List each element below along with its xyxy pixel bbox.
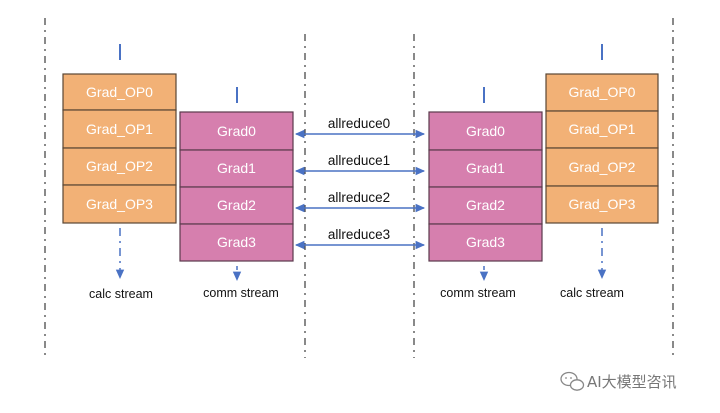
comm-grad-box: Grad1 bbox=[179, 149, 294, 188]
allreduce-label: allreduce0 bbox=[328, 116, 390, 131]
comm-grad-label: Grad0 bbox=[466, 123, 505, 139]
left-comm-stream: Grad0 Grad1 Grad2 Grad3 comm stream bbox=[179, 87, 294, 300]
comm-grad-label: Grad3 bbox=[466, 234, 505, 250]
comm-stream-label: comm stream bbox=[440, 286, 516, 300]
comm-grad-label: Grad1 bbox=[217, 160, 256, 176]
comm-grad-label: Grad1 bbox=[466, 160, 505, 176]
comm-grad-box: Grad3 bbox=[179, 223, 294, 262]
allreduce-arrow: allreduce1 bbox=[294, 153, 426, 176]
comm-grad-label: Grad2 bbox=[466, 197, 505, 213]
calc-op-box: Grad_OP0 bbox=[62, 73, 177, 111]
calc-op-label: Grad_OP3 bbox=[569, 196, 636, 212]
calc-op-label: Grad_OP0 bbox=[569, 84, 636, 100]
calc-op-box: Grad_OP3 bbox=[62, 184, 177, 224]
comm-grad-box: Grad3 bbox=[428, 223, 543, 262]
calc-op-box: Grad_OP0 bbox=[545, 73, 659, 112]
calc-op-label: Grad_OP3 bbox=[86, 196, 153, 212]
left-calc-stream: Grad_OP0 Grad_OP1 Grad_OP2 Grad_OP3 calc… bbox=[62, 44, 177, 301]
calc-stream-label: calc stream bbox=[560, 286, 624, 300]
calc-op-box: Grad_OP2 bbox=[62, 147, 177, 186]
calc-op-label: Grad_OP2 bbox=[569, 159, 636, 175]
calc-op-label: Grad_OP1 bbox=[86, 121, 153, 137]
comm-grad-box: Grad2 bbox=[428, 186, 543, 225]
calc-stream-label: calc stream bbox=[89, 287, 153, 301]
comm-grad-box: Grad1 bbox=[428, 149, 543, 188]
comm-grad-label: Grad0 bbox=[217, 123, 256, 139]
allreduce-group: allreduce0 allreduce1 allreduce2 allredu… bbox=[294, 116, 426, 250]
comm-stream-label: comm stream bbox=[203, 286, 279, 300]
watermark-text: AI大模型咨讯 bbox=[587, 373, 677, 391]
calc-op-box: Grad_OP3 bbox=[545, 185, 659, 224]
right-calc-stream: Grad_OP0 Grad_OP1 Grad_OP2 Grad_OP3 calc… bbox=[545, 44, 659, 300]
right-comm-stream: Grad0 Grad1 Grad2 Grad3 comm stream bbox=[428, 87, 543, 300]
allreduce-label: allreduce1 bbox=[328, 153, 390, 168]
calc-op-box: Grad_OP1 bbox=[62, 109, 177, 149]
allreduce-label: allreduce3 bbox=[328, 227, 390, 242]
calc-op-box: Grad_OP2 bbox=[545, 147, 659, 187]
comm-grad-box: Grad0 bbox=[428, 111, 543, 151]
calc-op-label: Grad_OP0 bbox=[86, 84, 153, 100]
comm-grad-label: Grad3 bbox=[217, 234, 256, 250]
calc-op-box: Grad_OP1 bbox=[545, 110, 659, 149]
allreduce-arrow: allreduce3 bbox=[294, 227, 426, 250]
comm-grad-label: Grad2 bbox=[217, 197, 256, 213]
allreduce-arrow: allreduce0 bbox=[294, 116, 426, 139]
comm-grad-box: Grad0 bbox=[179, 111, 294, 151]
allreduce-label: allreduce2 bbox=[328, 190, 390, 205]
wechat-icon bbox=[560, 371, 585, 391]
calc-op-label: Grad_OP1 bbox=[569, 121, 636, 137]
calc-op-label: Grad_OP2 bbox=[86, 158, 153, 174]
comm-grad-box: Grad2 bbox=[179, 186, 294, 225]
allreduce-arrow: allreduce2 bbox=[294, 190, 426, 213]
watermark: AI大模型咨讯 bbox=[560, 371, 677, 391]
